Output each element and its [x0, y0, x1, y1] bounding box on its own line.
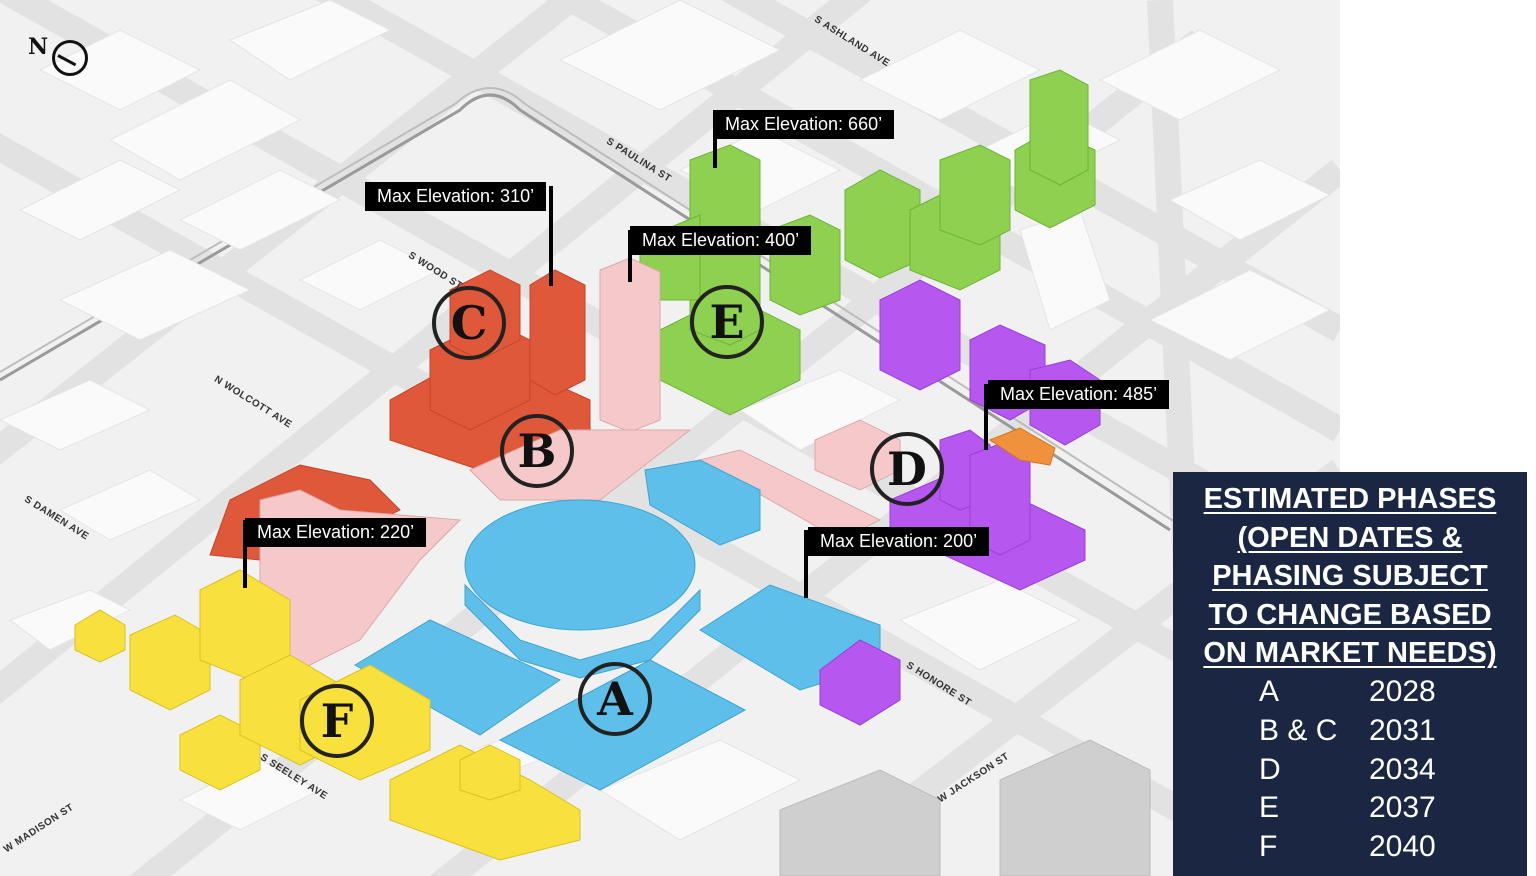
legend-row: A 2028: [1183, 673, 1517, 712]
phase-badge-b: B: [500, 414, 574, 488]
legend-row: F 2040: [1183, 828, 1517, 867]
leader-line-d: [984, 384, 988, 450]
north-label: N: [28, 34, 49, 60]
legend-phase: E: [1259, 791, 1280, 825]
phase-badge-e: E: [690, 285, 764, 359]
max-elevation-callout-f: Max Elevation: 220’: [245, 518, 427, 547]
leader-line-c: [549, 186, 553, 286]
max-elevation-callout-e: Max Elevation: 660’: [713, 110, 895, 139]
legend-phase: D: [1259, 752, 1281, 786]
legend-title-line: ON MARKET NEEDS): [1203, 637, 1497, 670]
legend-row: E 2037: [1183, 789, 1517, 828]
phase-badge-d: D: [870, 432, 944, 506]
leader-line-a: [804, 530, 808, 598]
phase-d-buildings: [819, 279, 1101, 726]
phase-badge-c: C: [432, 286, 506, 360]
legend-row: D 2034: [1183, 751, 1517, 790]
legend-phase: A: [1259, 674, 1280, 708]
legend-year: 2034: [1369, 752, 1436, 786]
legend-title-line: ESTIMATED PHASES: [1203, 483, 1497, 515]
max-elevation-callout-a: Max Elevation: 200’: [808, 527, 990, 556]
legend-year: 2028: [1369, 674, 1436, 708]
pedestrian-bridge: [988, 427, 1056, 466]
leader-line-e: [713, 120, 717, 168]
max-elevation-callout-d: Max Elevation: 485’: [988, 380, 1170, 409]
legend-phase: F: [1259, 830, 1278, 864]
legend-year: 2037: [1369, 791, 1436, 825]
legend-row: B & C 2031: [1183, 712, 1517, 751]
legend-title-line: (OPEN DATES &: [1237, 521, 1463, 554]
legend-title-line: TO CHANGE BASED: [1208, 598, 1492, 631]
phase-f-buildings: [74, 569, 581, 861]
phase-badge-f: F: [300, 684, 374, 758]
phase-badge-a: A: [578, 662, 652, 736]
legend-title-line: PHASING SUBJECT: [1212, 560, 1488, 593]
legend-year: 2040: [1369, 830, 1436, 864]
isometric-map-illustration: [0, 0, 1340, 876]
legend-year: 2031: [1369, 713, 1436, 747]
north-arrow-icon: [52, 40, 88, 76]
site-map: N S ASHLAND AVE S PAULINA ST S WOOD ST N…: [0, 0, 1340, 876]
phases-legend: ESTIMATED PHASES (OPEN DATES & PHASING S…: [1173, 472, 1527, 876]
legend-phase: B & C: [1259, 713, 1338, 747]
max-elevation-callout-b: Max Elevation: 400’: [630, 226, 812, 255]
legend-title: ESTIMATED PHASES (OPEN DATES & PHASING S…: [1183, 480, 1517, 673]
leader-line-b: [628, 230, 632, 282]
leader-line-f: [243, 520, 247, 588]
max-elevation-callout-c: Max Elevation: 310’: [365, 182, 547, 211]
